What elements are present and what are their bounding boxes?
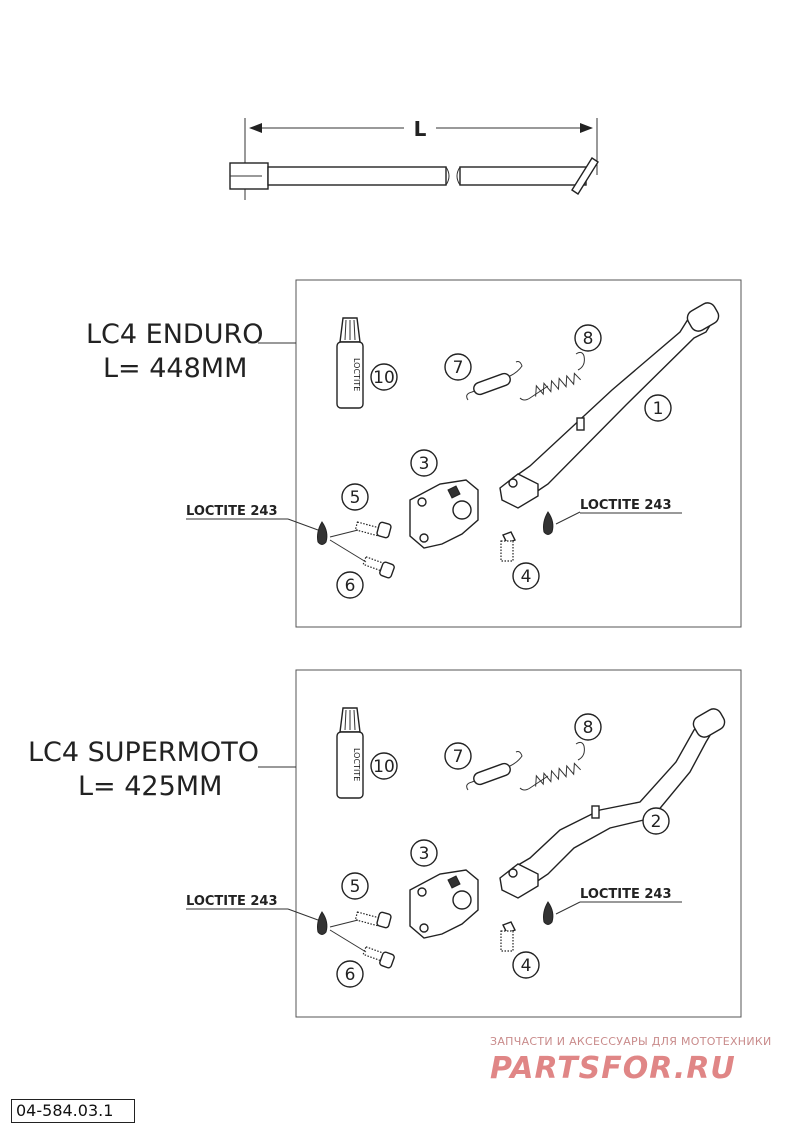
side-stand — [499, 302, 720, 509]
panel-lc4-supermoto: LC4 SUPERMOTO L= 425MM LOCTITE 10 7 8 — [28, 669, 742, 1018]
panel-length: L= 448MM — [103, 353, 247, 384]
svg-text:LOCTITE: LOCTITE — [352, 748, 361, 781]
callout-4: 4 — [521, 567, 532, 587]
spring-short — [466, 361, 523, 401]
bracket — [409, 869, 479, 939]
callout-6: 6 — [345, 965, 356, 985]
callout-3: 3 — [419, 454, 430, 474]
callout-3: 3 — [419, 844, 430, 864]
spring-long — [519, 741, 585, 791]
adhesive-label-right: LOCTITE 243 — [580, 498, 672, 513]
spring-short — [466, 751, 523, 791]
dimension-drawing: L — [229, 117, 599, 200]
watermark: ЗАПЧАСТИ И АКСЕССУАРЫ ДЛЯ МОТОТЕХНИКИ PA… — [490, 1035, 772, 1086]
screw-b — [362, 556, 395, 579]
callout-8: 8 — [583, 329, 594, 349]
screw-b — [362, 946, 395, 969]
watermark-tagline: ЗАПЧАСТИ И АКСЕССУАРЫ ДЛЯ МОТОТЕХНИКИ — [490, 1035, 772, 1048]
callout-10: 10 — [373, 368, 395, 388]
adhesive-label-left: LOCTITE 243 — [186, 504, 278, 519]
callout-8: 8 — [583, 718, 594, 738]
callout-6: 6 — [345, 576, 356, 596]
loctite-bottle: LOCTITE — [336, 707, 364, 799]
spring-long — [519, 351, 585, 401]
panel-lc4-enduro: LC4 ENDURO L= 448MM LOCTITE 10 7 8 — [86, 279, 742, 628]
callout-2: 2 — [651, 812, 662, 832]
callout-5: 5 — [350, 488, 361, 508]
panel-length: L= 425MM — [78, 771, 222, 802]
callout-5: 5 — [350, 877, 361, 897]
callout-4: 4 — [521, 956, 532, 976]
loctite-bottle: LOCTITE — [336, 317, 364, 409]
callout-7: 7 — [453, 358, 464, 378]
watermark-logo: PARTSFOR.RU — [490, 1051, 736, 1086]
adhesive-label-right: LOCTITE 243 — [580, 887, 672, 902]
svg-text:LOCTITE: LOCTITE — [352, 358, 361, 391]
screw-a — [354, 911, 392, 929]
drawing-code: 04-584.03.1 — [11, 1099, 135, 1123]
pin — [500, 921, 516, 952]
pin — [500, 531, 516, 562]
side-stand — [499, 708, 726, 899]
bracket — [409, 479, 479, 549]
adhesive-label-left: LOCTITE 243 — [186, 894, 278, 909]
panel-title: LC4 SUPERMOTO — [28, 737, 259, 768]
callout-7: 7 — [453, 747, 464, 767]
screw-a — [354, 521, 392, 539]
callout-1: 1 — [653, 399, 664, 419]
panel-title: LC4 ENDURO — [86, 319, 263, 350]
callout-10: 10 — [373, 757, 395, 777]
dimension-label: L — [414, 117, 427, 141]
